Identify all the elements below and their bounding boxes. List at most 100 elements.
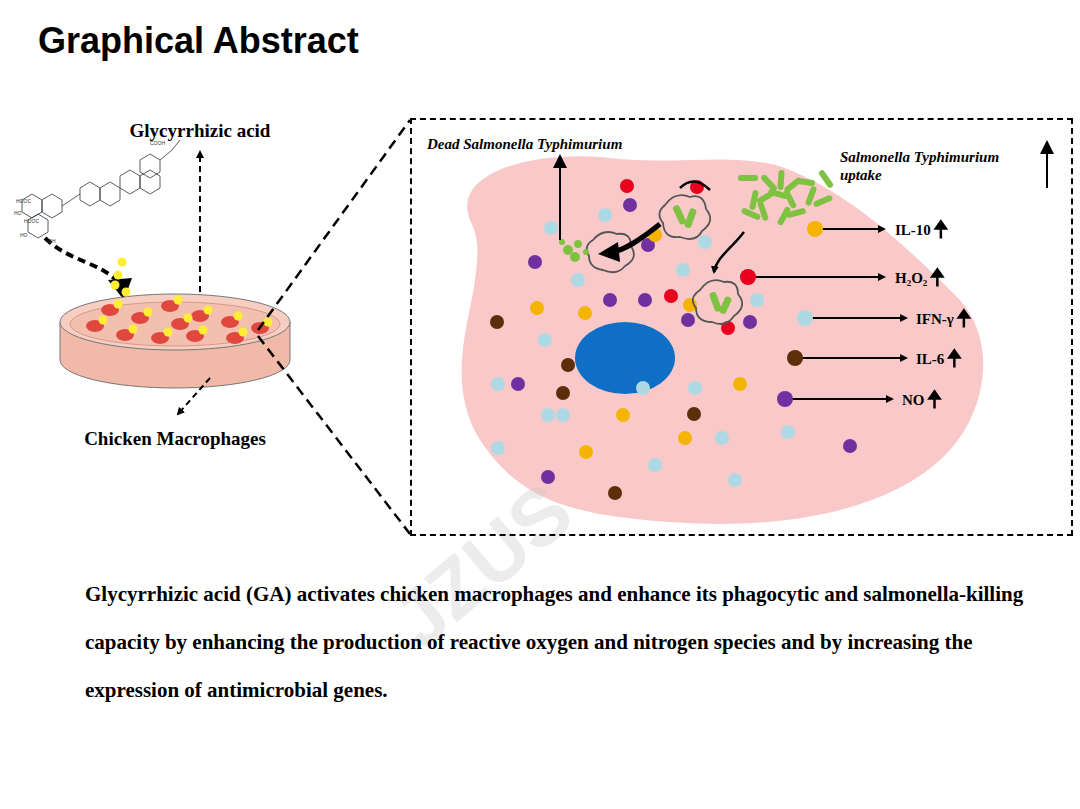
molecule-dot: [648, 458, 662, 472]
molecule-dot: [638, 293, 652, 307]
ga-dot: [122, 288, 131, 297]
cytokine-label: IL-6: [916, 351, 944, 368]
bacterium: [741, 207, 762, 221]
molecule-dot: [530, 301, 544, 315]
molecule-dot: [616, 408, 630, 422]
dashed-arrow: [178, 378, 210, 414]
molecule-dot: [598, 208, 612, 222]
bacterium: [818, 169, 834, 189]
bacterium: [760, 174, 778, 193]
nucleus: [575, 322, 675, 394]
ga-dot: [129, 325, 138, 334]
cell-label: Chicken Macrophages: [84, 428, 266, 450]
molecule-dot: [528, 255, 542, 269]
bacteria: [738, 169, 834, 226]
curved-arrow: [680, 181, 710, 190]
ga-dot: [114, 271, 123, 280]
ga-dot: [114, 300, 123, 309]
cytokine-label: IFN-γ: [916, 311, 954, 328]
molecule-dot: [490, 315, 504, 329]
bacterium: [795, 178, 816, 187]
ga-dot: [99, 316, 108, 325]
zoom-line: [258, 120, 410, 330]
rns-label: NO: [902, 392, 925, 409]
molecule-dot: [676, 263, 690, 277]
curved-arrow: [612, 224, 660, 252]
bacterium: [813, 194, 834, 207]
up-arrow: [1046, 144, 1048, 188]
molecule-dot: [491, 441, 505, 455]
chem-group: HOOC: [24, 218, 39, 224]
molecule-dot: [623, 198, 637, 212]
molecule: [22, 140, 180, 238]
molecule-dot: [733, 377, 747, 391]
molecule-dot: [715, 431, 729, 445]
molecule-dot: [579, 445, 593, 459]
molecule-dot: [556, 386, 570, 400]
compound-label: Glycyrrhizic acid: [130, 120, 271, 142]
ga-dot: [239, 328, 248, 337]
up-arrow-head: [949, 351, 959, 358]
curved-arrow: [714, 232, 744, 272]
molecule-dot: [578, 306, 592, 320]
molecule-dot: [678, 431, 692, 445]
molecule-dot: [681, 313, 695, 327]
molecule-dot: [728, 473, 742, 487]
ga-dot: [118, 258, 127, 267]
up-arrow-head: [936, 222, 946, 229]
cytokine-label: IL-10: [895, 222, 931, 239]
macrophage-cell: [462, 156, 984, 524]
bacterium: [738, 175, 758, 181]
bacteria-label: Salmonella Typhimurium uptake: [840, 148, 1030, 184]
chem-group: OH: [48, 238, 56, 244]
caption: Glycyrrhizic acid (GA) activates chicken…: [85, 570, 1060, 714]
chem-group: COOH: [150, 140, 165, 146]
molecule-dot: [571, 273, 585, 287]
ga-dot: [234, 312, 243, 321]
molecule-dot: [636, 381, 650, 395]
leader-arrow: [755, 229, 906, 399]
source-dot: [740, 221, 823, 407]
bacteria-label: Dead Salmonella Typhimurium: [427, 136, 622, 153]
ga-dot: [264, 318, 273, 327]
chem-group: HO: [14, 210, 22, 216]
zoom-line: [258, 336, 410, 534]
molecule-dot: [620, 179, 634, 193]
up-arrow-head: [959, 311, 969, 318]
petri-dish: [60, 258, 290, 388]
zoom-frame: Dead Salmonella TyphimuriumSalmonella Ty…: [410, 118, 1073, 536]
up-arrow-head: [930, 392, 940, 399]
arrow: [559, 158, 561, 240]
molecule-dot: [688, 381, 702, 395]
ga-dot: [174, 296, 183, 305]
molecule-dot: [561, 358, 575, 372]
molecule-dot: [664, 289, 678, 303]
molecule-dot: [781, 425, 795, 439]
molecule-dot: [608, 486, 622, 500]
dashed-arrow: [199, 152, 201, 292]
molecule-dot: [538, 333, 552, 347]
up-arrow-head: [932, 270, 942, 277]
arrow-head: [598, 242, 620, 262]
ga-dot: [204, 306, 213, 315]
bacterium: [757, 201, 769, 222]
curved-arrow: [45, 238, 118, 282]
bacterium: [783, 189, 797, 210]
molecule-dot: [541, 408, 555, 422]
ga-dot: [184, 314, 193, 323]
bacterium: [786, 208, 807, 219]
ga-dot: [111, 281, 120, 290]
bacterium: [777, 170, 784, 190]
engulfed-bacteria: [559, 204, 732, 315]
molecule-dot: [511, 377, 525, 391]
ga-dot: [144, 308, 153, 317]
ros-label: H₂O₂: [895, 270, 927, 287]
molecule-dot: [603, 293, 617, 307]
molecule-dot: [743, 315, 757, 329]
molecule-dot: [544, 221, 558, 235]
molecule-dot: [698, 235, 712, 249]
molecule-dot: [750, 293, 764, 307]
title: Graphical Abstract: [38, 20, 359, 62]
molecule-dot: [491, 377, 505, 391]
molecule-dot: [687, 407, 701, 421]
